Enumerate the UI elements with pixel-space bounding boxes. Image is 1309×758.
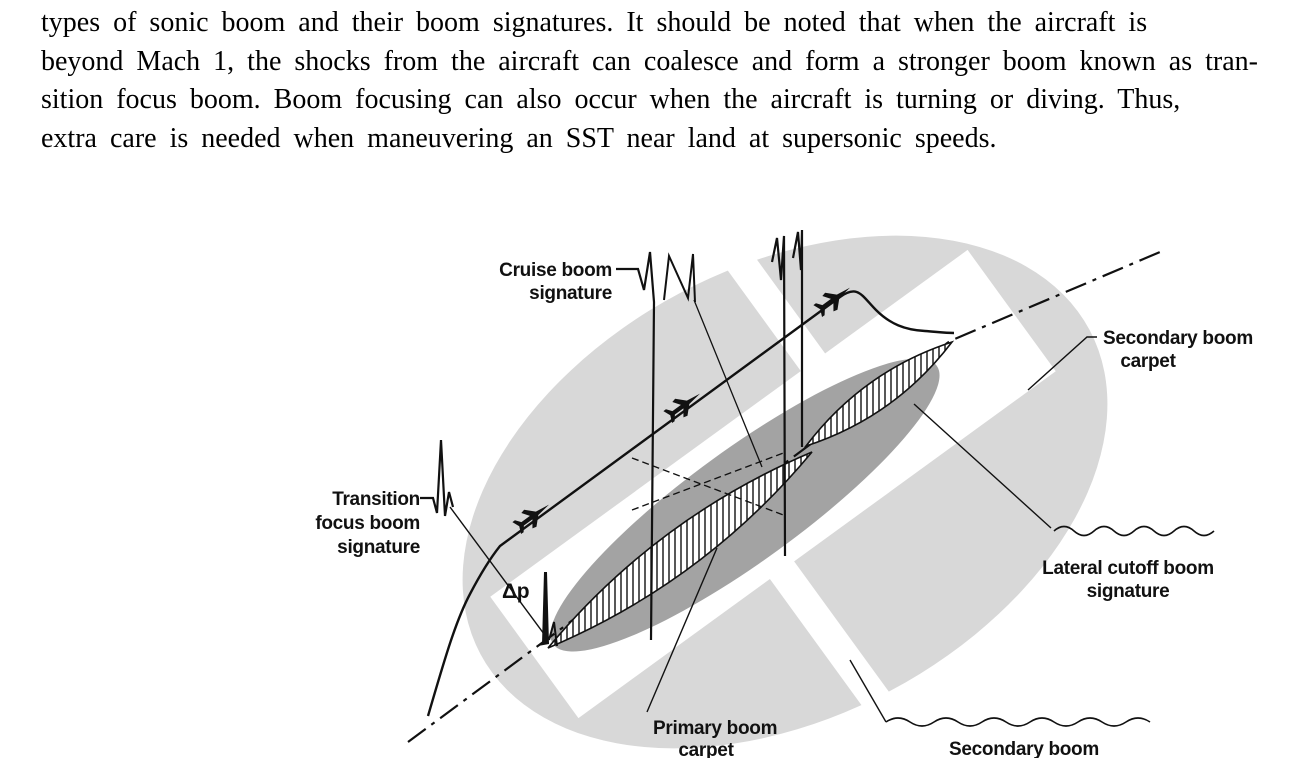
secondary-carpet-leader-line xyxy=(1027,336,1097,391)
transition-focus-spike-trace xyxy=(420,439,455,517)
cruise-boom-label: Cruise boom xyxy=(499,260,612,281)
lateral-cutoff-hatched-lens xyxy=(803,340,955,448)
secondary-boom-label: Secondary boom xyxy=(949,739,1099,758)
figure-labels: Cruise boom signature Secondary boom car… xyxy=(315,260,1253,758)
secondary-boom-wavy-line xyxy=(885,717,1151,727)
secondary-carpet-label: Secondary boom xyxy=(1103,328,1253,349)
shock-trace-line xyxy=(791,229,804,447)
lateral-cutoff-leader-line xyxy=(913,403,1052,529)
cruise-signature-zigzag-line xyxy=(616,251,656,641)
lateral-cutoff-wavy-line xyxy=(1053,525,1215,537)
flight-path-line xyxy=(426,290,955,717)
paragraph-line: types of sonic boom and their boom signa… xyxy=(41,7,1148,38)
transition-focus-label: Transition xyxy=(332,489,420,510)
lateral-cutoff-label: Lateral cutoff boom xyxy=(1042,558,1214,579)
cruise-boom-label: signature xyxy=(529,283,612,304)
cruise-nwave-trace xyxy=(663,252,696,303)
paragraph-line: beyond Mach 1, the shocks from the aircr… xyxy=(41,45,1258,77)
transition-focus-label: focus boom xyxy=(315,513,420,534)
transition-leader-line xyxy=(449,506,548,639)
primary-carpet-leader-line xyxy=(646,547,718,713)
delta-p-spike xyxy=(538,572,549,646)
cruise-leader-line xyxy=(693,299,763,468)
delta-p-spike-tail xyxy=(548,621,558,647)
secondary-carpet-label: carpet xyxy=(1120,351,1176,372)
secondary-boom-leader-line xyxy=(849,659,887,723)
primary-carpet-label: Primary boom xyxy=(653,718,777,739)
paragraph-line: extra care is needed when maneuvering an… xyxy=(41,122,997,154)
delta-p-label: Δp xyxy=(502,580,529,603)
body-paragraph: types of sonic boom and their boom signa… xyxy=(41,4,1258,158)
paragraph-line: sition focus boom. Boom focusing can als… xyxy=(41,84,1181,115)
shock-trace-line xyxy=(770,235,787,557)
transition-focus-label: signature xyxy=(337,537,420,558)
lateral-cutoff-label: signature xyxy=(1087,581,1170,602)
primary-carpet-label: carpet xyxy=(678,740,734,758)
